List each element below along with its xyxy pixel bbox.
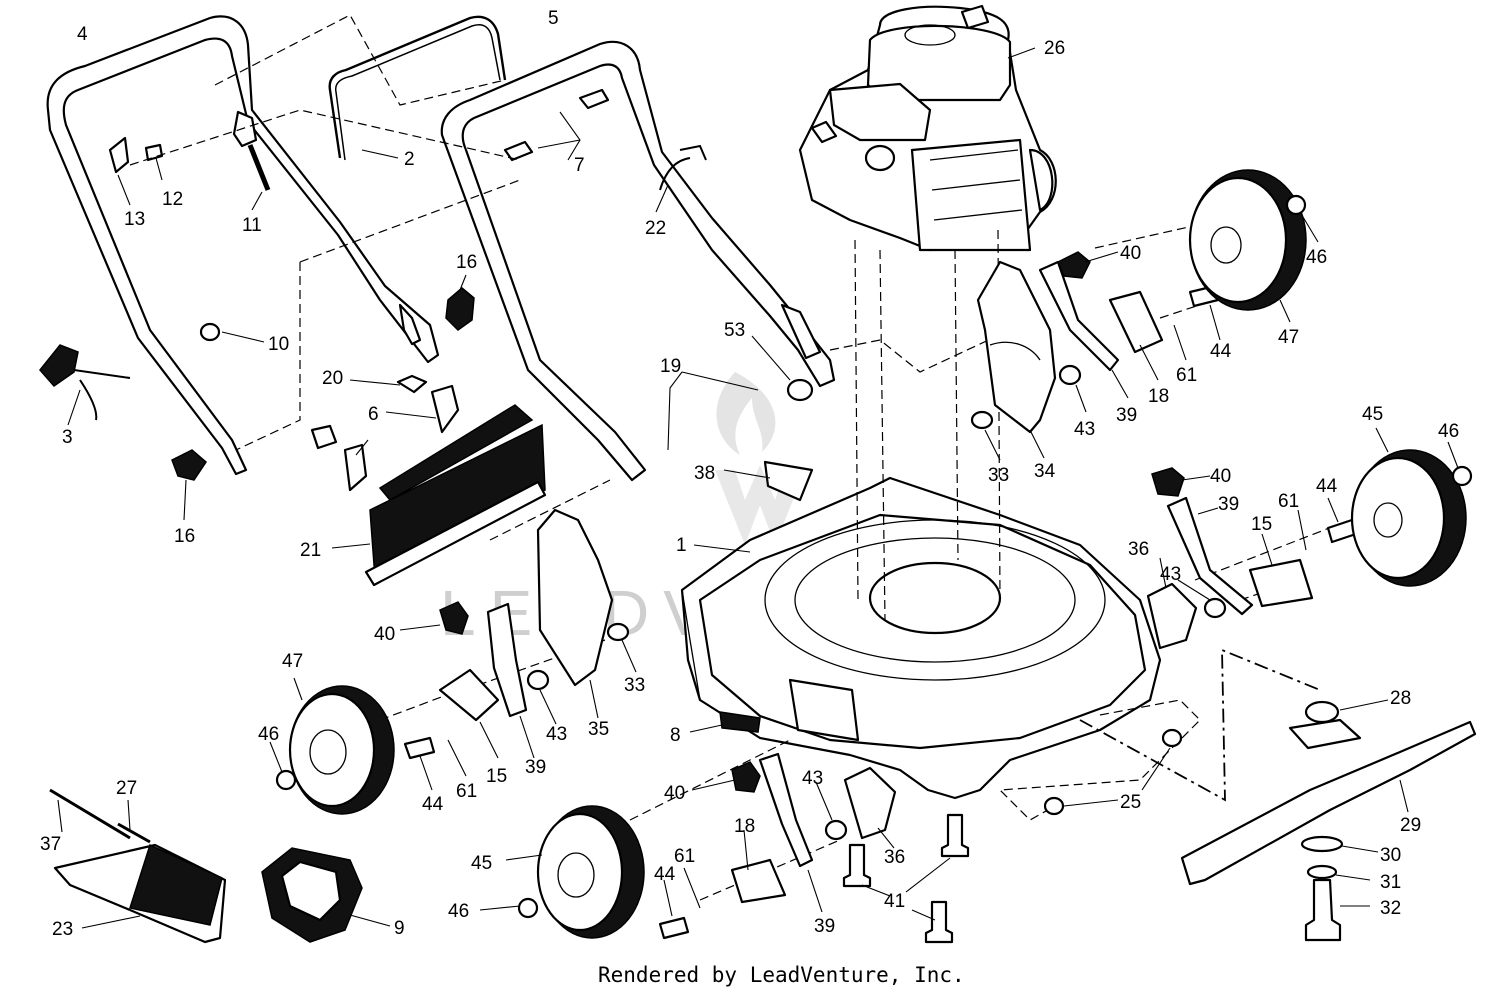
label-part-40-front-right: 40 (1210, 466, 1231, 487)
label-part-43-rear-left: 43 (802, 768, 823, 789)
label-part-38: 38 (694, 463, 715, 484)
deflectors (49, 788, 363, 944)
label-part-39-front-left: 39 (525, 757, 546, 778)
label-part-19: 19 (660, 356, 681, 377)
label-part-13: 13 (124, 209, 145, 230)
label-part-46-front-right: 46 (1438, 421, 1459, 442)
label-part-46-rear-left: 46 (258, 724, 279, 745)
label-part-3: 3 (62, 427, 73, 448)
label-part-53: 53 (724, 320, 745, 341)
label-part-21: 21 (300, 540, 321, 561)
label-part-40-rear-right: 40 (1120, 243, 1141, 264)
label-part-22: 22 (645, 218, 666, 239)
label-part-43-front-right: 43 (1160, 564, 1181, 585)
label-part-37: 37 (40, 834, 61, 855)
label-part-2: 2 (404, 149, 415, 170)
label-part-8: 8 (670, 725, 681, 746)
wheels (275, 169, 1473, 939)
label-part-39-rear-right: 39 (1116, 405, 1137, 426)
label-part-25: 25 (1120, 792, 1141, 813)
label-part-12: 12 (162, 189, 183, 210)
bag-frame-rod (310, 374, 547, 587)
label-part-30: 30 (1380, 845, 1401, 866)
label-part-39-front-right: 39 (1218, 494, 1239, 515)
label-part-61-rear-left: 61 (456, 781, 477, 802)
label-part-28: 28 (1390, 688, 1411, 709)
label-part-35: 35 (588, 719, 609, 740)
label-part-5: 5 (548, 8, 559, 29)
label-part-16-lower: 16 (174, 526, 195, 547)
label-part-46-rear-right: 46 (1306, 247, 1327, 268)
label-part-18-rear-left: 18 (734, 816, 755, 837)
label-part-41: 41 (884, 891, 905, 912)
leader-lines (57, 47, 1459, 929)
label-part-11: 11 (242, 215, 262, 236)
label-part-16-upper: 16 (456, 252, 477, 273)
label-part-47-rear-right: 47 (1278, 327, 1299, 348)
control-bail (328, 15, 507, 161)
label-part-43-front-left: 43 (546, 724, 567, 745)
label-part-31: 31 (1380, 872, 1401, 893)
label-part-7: 7 (574, 155, 585, 176)
label-part-9: 9 (394, 918, 405, 939)
label-part-61-front-left: 61 (674, 846, 695, 867)
label-part-20: 20 (322, 368, 343, 389)
label-part-27: 27 (116, 778, 137, 799)
label-part-40-rear-left: 40 (664, 783, 685, 804)
part-labels: 4 5 26 2 7 12 13 11 22 16 10 3 16 20 6 2… (40, 8, 1459, 940)
credit-line: Rendered by LeadVenture, Inc. (598, 963, 965, 987)
label-part-23: 23 (52, 919, 73, 940)
label-part-47-rear-left: 47 (282, 651, 303, 672)
upper-handle (46, 15, 440, 476)
label-part-61-front-right: 61 (1278, 491, 1299, 512)
label-part-61-rear-right: 61 (1176, 365, 1197, 386)
label-part-44-front-left: 44 (654, 864, 676, 885)
label-part-1: 1 (676, 535, 687, 556)
label-part-40-front-left: 40 (374, 624, 395, 645)
label-part-6: 6 (368, 404, 379, 425)
height-adjusters (403, 251, 1358, 944)
label-part-46-front-left: 46 (448, 901, 469, 922)
label-part-33-right: 33 (988, 465, 1009, 486)
handle-hardware (39, 88, 707, 481)
label-part-26: 26 (1044, 38, 1065, 59)
label-part-10: 10 (268, 334, 289, 355)
label-part-45-front-left: 45 (471, 853, 492, 874)
engine (798, 4, 1057, 252)
label-part-15-front-right: 15 (1251, 514, 1272, 535)
label-part-44-rear-right: 44 (1210, 341, 1232, 362)
mower-deck (680, 476, 1162, 800)
label-part-15-front-left: 15 (486, 766, 507, 787)
label-part-44-rear-left: 44 (422, 794, 444, 815)
label-part-4: 4 (77, 24, 88, 45)
label-part-39-rear-left: 39 (814, 916, 835, 937)
label-part-32: 32 (1380, 898, 1401, 919)
label-part-45-front-right: 45 (1362, 404, 1383, 425)
label-part-43-rear-right: 43 (1074, 419, 1095, 440)
label-part-18-rear-right: 18 (1148, 386, 1169, 407)
label-part-33-left: 33 (624, 675, 645, 696)
label-part-29: 29 (1400, 815, 1421, 836)
blade-assembly (1180, 700, 1477, 942)
label-part-36-front-right: 36 (1128, 539, 1149, 560)
label-part-34: 34 (1034, 461, 1056, 482)
label-part-44-front-right: 44 (1316, 476, 1338, 497)
label-part-36-rear-left: 36 (884, 847, 905, 868)
lower-handle (440, 40, 836, 482)
